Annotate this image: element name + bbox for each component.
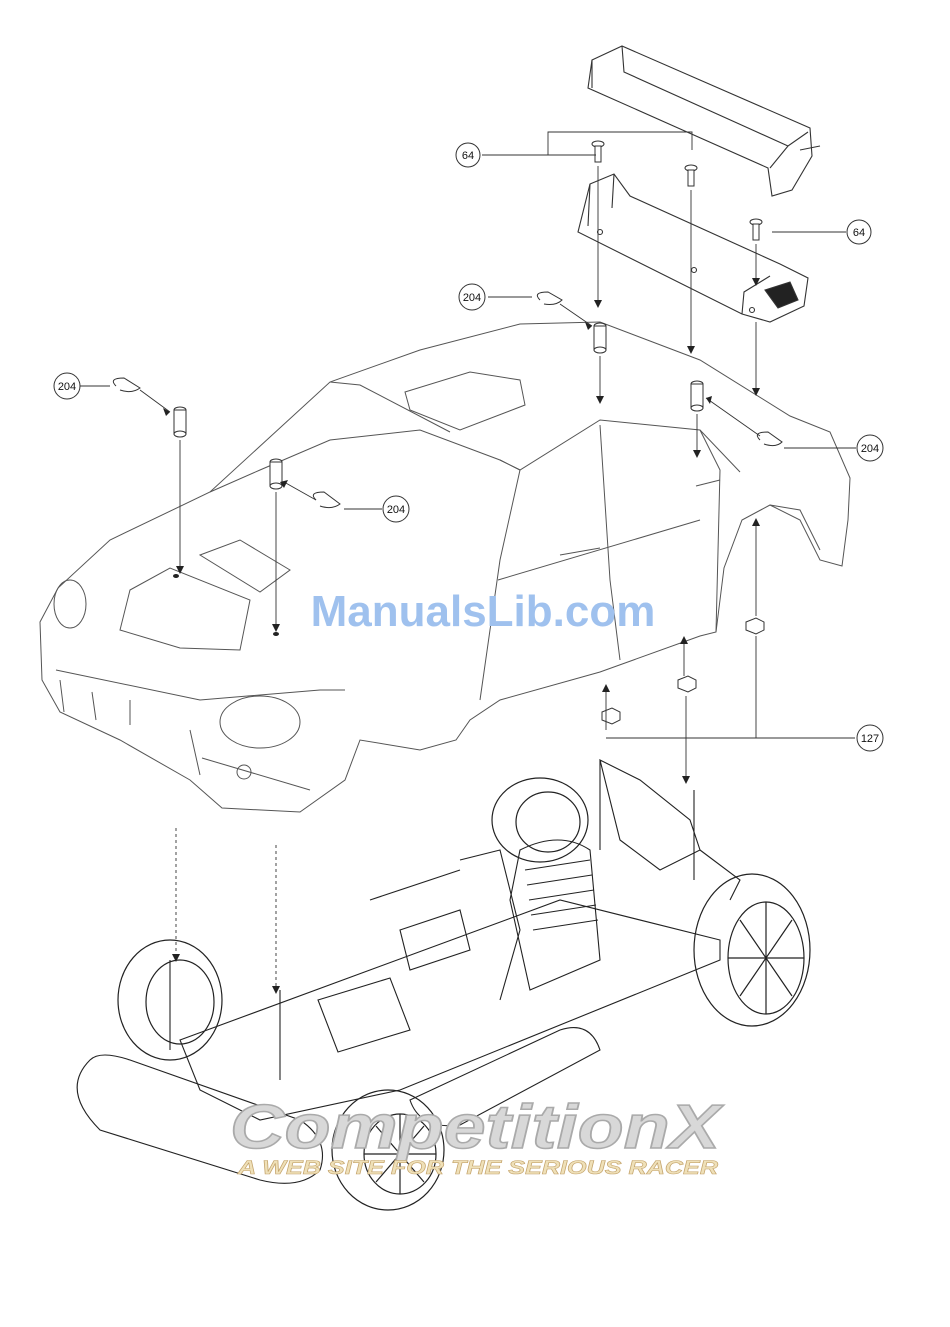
callout-64-top: 64	[456, 143, 480, 167]
body-post-front-left	[174, 407, 186, 437]
screw-64-c	[750, 219, 762, 240]
callout-204-rear: 204	[857, 435, 883, 461]
competitionx-logo-text: CompetitionX	[230, 1093, 724, 1162]
svg-text:64: 64	[462, 150, 474, 162]
body-post-rear-left	[594, 323, 606, 353]
svg-text:204: 204	[387, 504, 405, 516]
body-clip-rear	[757, 432, 782, 446]
body-clip-spoiler	[537, 292, 562, 305]
body-clip-hood-right	[313, 492, 340, 508]
assembly-guide-lines	[80, 132, 856, 990]
nut-127-c	[746, 618, 764, 634]
nut-127-b	[678, 676, 696, 692]
car-body-shell	[40, 322, 850, 812]
svg-text:64: 64	[853, 227, 865, 239]
wheel-rear-right	[694, 874, 810, 1026]
arrowheads	[163, 278, 760, 994]
svg-text:127: 127	[861, 733, 879, 745]
rear-spoiler-wing	[588, 46, 820, 196]
svg-text:204: 204	[58, 381, 76, 393]
competitionx-watermark: CompetitionX A WEB SITE FOR THE SERIOUS …	[230, 1093, 724, 1179]
body-clip-hood-left	[113, 378, 140, 392]
spoiler-mount-bracket	[578, 174, 808, 322]
screw-64-b	[685, 165, 697, 186]
body-mount-holes	[173, 574, 279, 636]
fuel-tank	[400, 910, 470, 970]
callout-204-hood-right: 204	[383, 496, 409, 522]
radio-box	[318, 978, 410, 1052]
callout-204-spoiler: 204	[459, 284, 485, 310]
callout-204-hood-left: 204	[54, 373, 80, 399]
screw-64-a	[592, 141, 604, 162]
svg-text:204: 204	[463, 292, 481, 304]
callout-127: 127	[857, 725, 883, 751]
body-post-front-right	[270, 459, 282, 489]
callout-64-right: 64	[847, 220, 871, 244]
manualslib-watermark: ManualsLib.com	[311, 587, 656, 636]
competitionx-tagline: A WEB SITE FOR THE SERIOUS RACER	[237, 1158, 719, 1179]
svg-text:204: 204	[861, 443, 879, 455]
engine	[510, 840, 600, 990]
nut-127-a	[602, 708, 620, 724]
wheel-rear-left	[492, 778, 588, 862]
body-post-rear-right	[691, 381, 703, 411]
